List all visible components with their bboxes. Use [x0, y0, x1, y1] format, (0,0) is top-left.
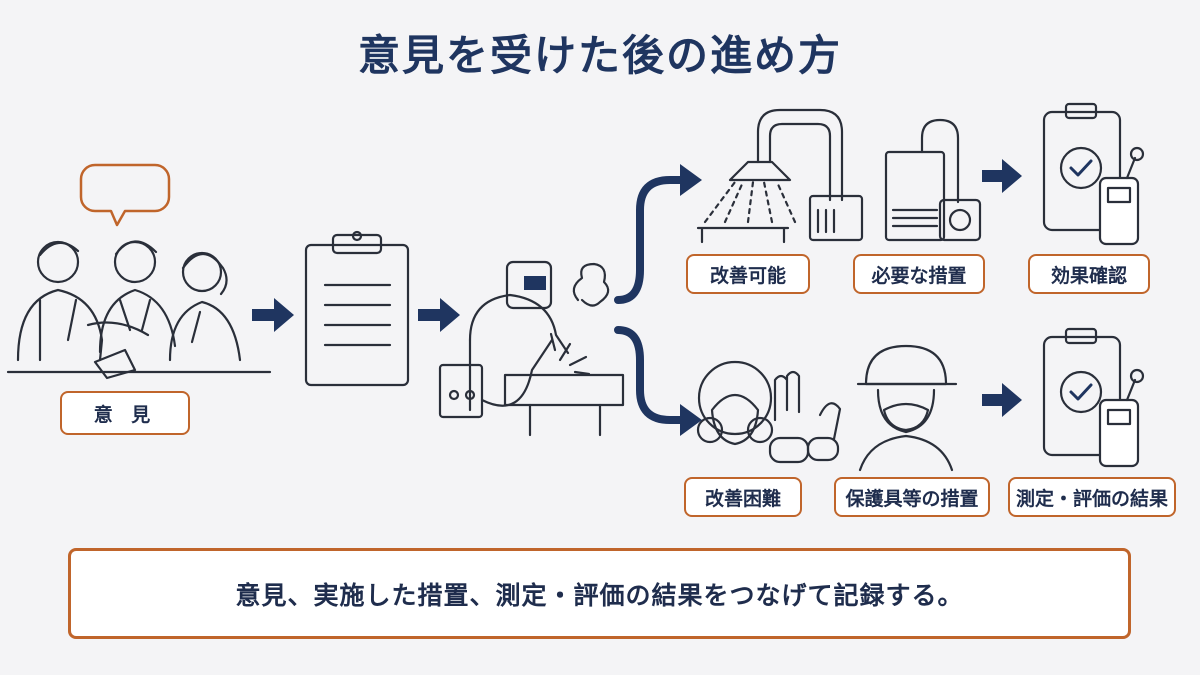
- respirator-gloves-goggles-illustration: [696, 360, 842, 464]
- branch-up-arrow: [614, 176, 688, 304]
- arrow-right-icon: [418, 298, 460, 332]
- flow-arrows: [252, 159, 1022, 417]
- welder-illustration: [438, 260, 625, 437]
- page-title: 意見を受けた後の進め方: [357, 31, 842, 80]
- worker-with-helmet-mask-illustration: [856, 344, 958, 472]
- branch-down-arrow: [614, 326, 688, 424]
- checklist-meter-icon-upper: [1042, 102, 1145, 246]
- arrow-right-icon: [252, 298, 294, 332]
- arrow-head-icon: [680, 404, 702, 436]
- workers-discussion-illustration: [6, 240, 272, 380]
- arrow-right-icon: [982, 383, 1022, 417]
- step-required-measures: 必要な措置: [853, 254, 985, 294]
- footer-summary: 意見、実施した措置、測定・評価の結果をつなげて記録する。: [68, 548, 1131, 639]
- clipboard-icon: [304, 230, 410, 387]
- step-improvement-difficult: 改善困難: [684, 477, 802, 517]
- speech-bubble-icon: [79, 163, 171, 227]
- checklist-meter-icon-lower: [1042, 327, 1145, 468]
- arrow-right-icon: [982, 159, 1022, 193]
- fume-extractor-illustration: [696, 108, 864, 244]
- arrow-head-icon: [680, 164, 702, 196]
- step-effect-confirmation: 効果確認: [1028, 254, 1150, 294]
- step-measurement-results: 測定・評価の結果: [1008, 477, 1176, 517]
- branch-arrows: [614, 176, 688, 424]
- opinion-label: 意 見: [60, 391, 190, 435]
- step-protective-equipment: 保護具等の措置: [834, 477, 990, 517]
- step-improvement-possible: 改善可能: [686, 254, 810, 294]
- air-cleaner-illustration: [884, 118, 982, 242]
